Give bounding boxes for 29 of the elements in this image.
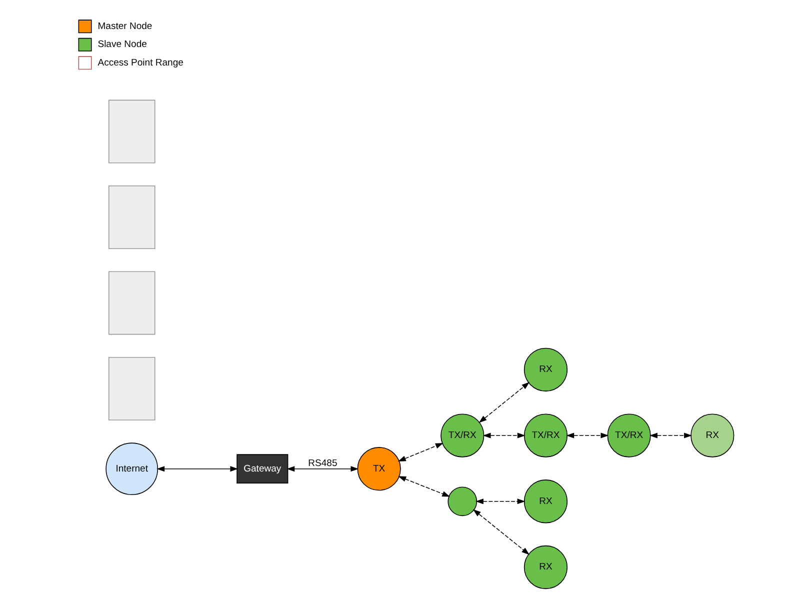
legend-label: Slave Node (97, 39, 146, 50)
arrow (482, 432, 525, 438)
arrow (649, 432, 692, 438)
node-circle: Internet (105, 442, 158, 496)
node-box (108, 271, 155, 335)
node-circle: RX (523, 480, 568, 524)
node-circle (447, 486, 477, 516)
legend-label: Master Node (97, 20, 152, 32)
arrow (397, 442, 443, 462)
node-circle: TX/RX (440, 414, 484, 458)
arrow (472, 509, 530, 555)
arrow (566, 432, 608, 438)
edge-label: RS485 (308, 458, 337, 470)
legend-label: Access Point Range (97, 57, 183, 68)
node-circle: RX (690, 414, 734, 458)
node-box (108, 186, 155, 249)
node-circle: TX/RX (523, 414, 568, 458)
node-circle: TX/RX (606, 414, 650, 458)
arrow (475, 498, 525, 504)
node-circle: TX (356, 447, 400, 491)
arrow (286, 466, 358, 472)
node-box: Gateway (236, 454, 288, 484)
arrow (478, 382, 530, 423)
arrow (156, 466, 238, 472)
arrow (398, 476, 450, 497)
node-circle: RX (523, 545, 568, 590)
node-circle: RX (523, 348, 568, 392)
node-box (108, 100, 155, 164)
node-box (108, 356, 155, 420)
